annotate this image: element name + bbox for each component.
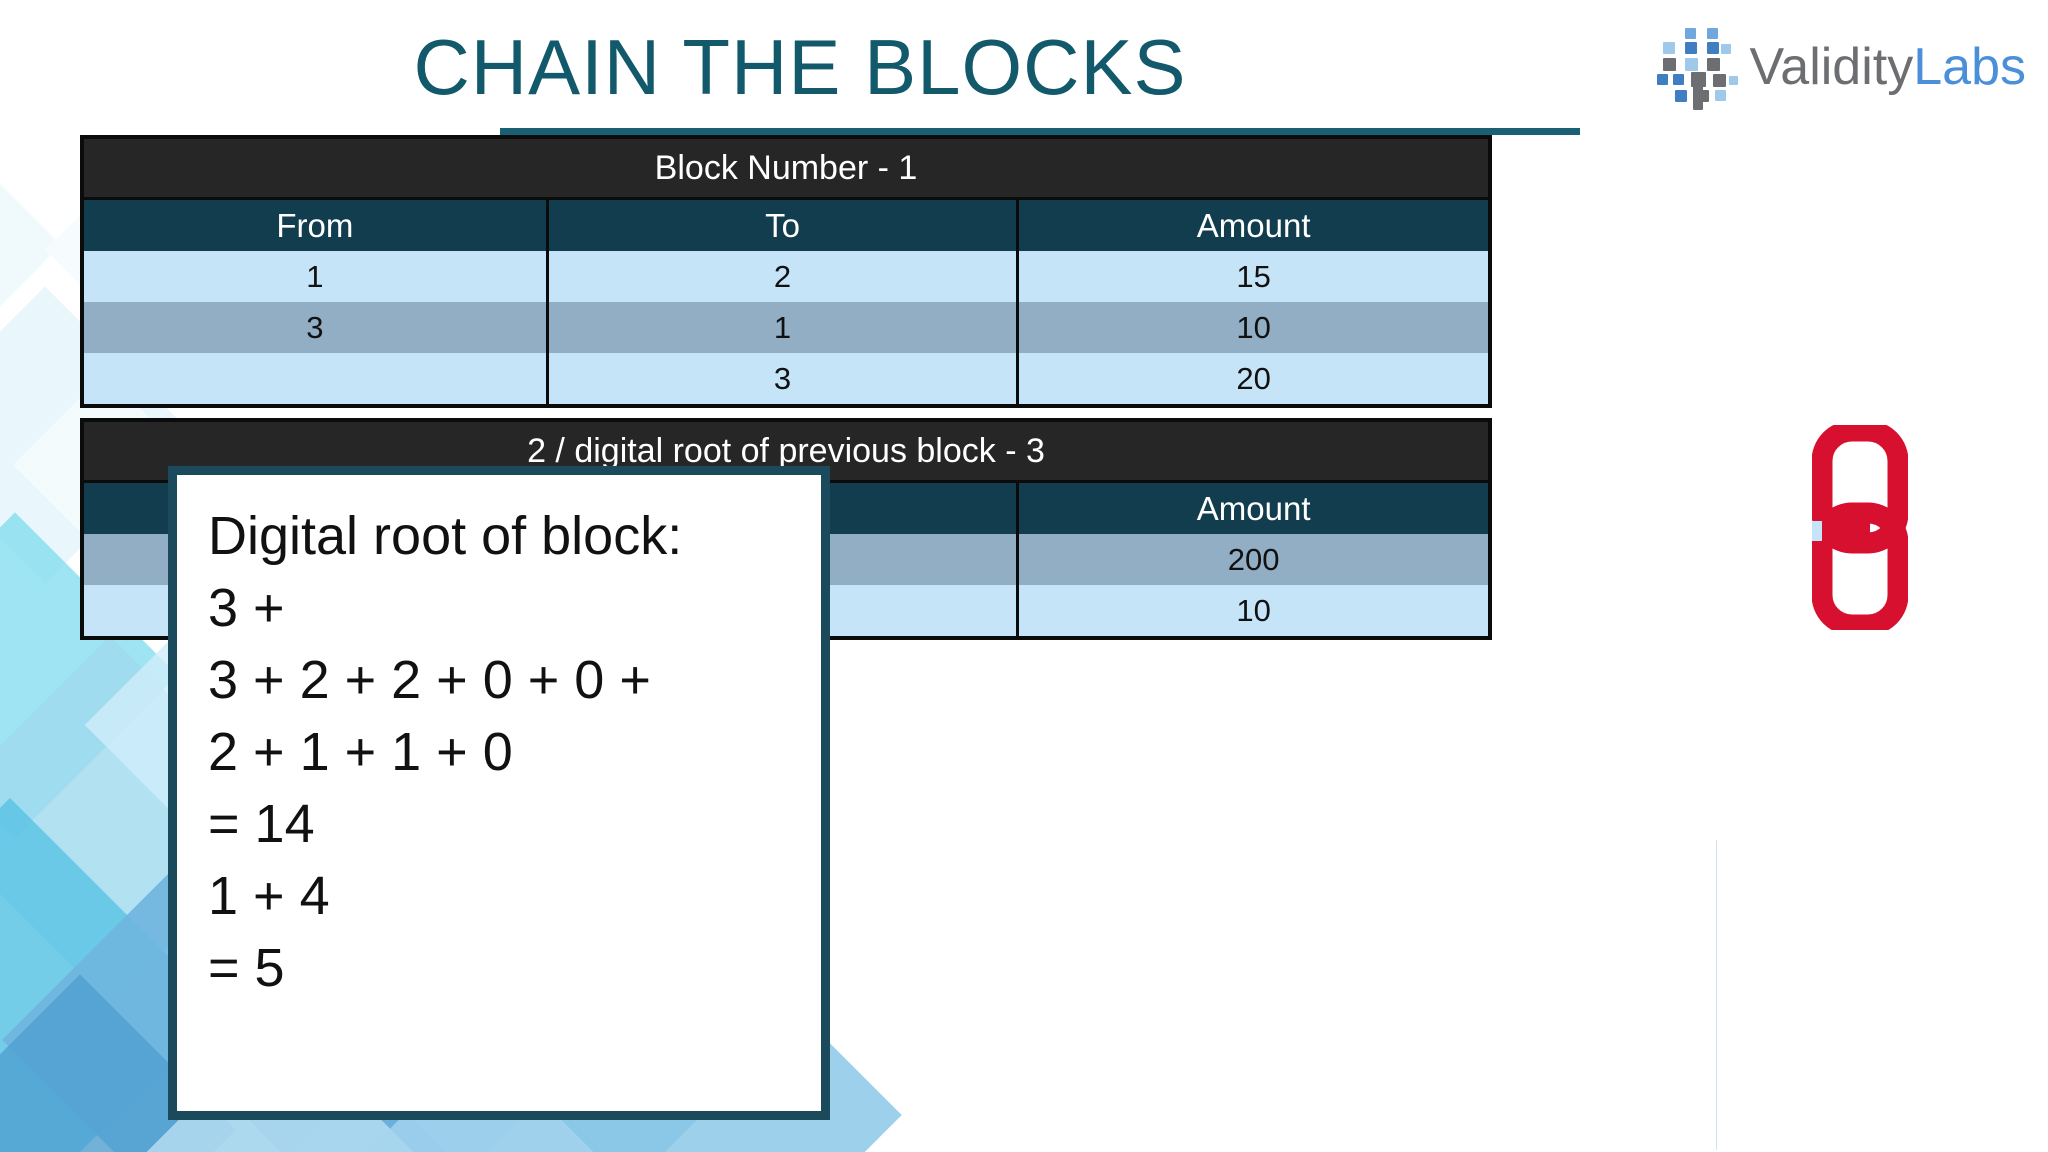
cell-to: 2 [548,251,1020,302]
logo-text-labs: Labs [1913,38,2026,96]
cell-from: 1 [84,251,549,302]
table-row: 3 20 [84,353,1488,404]
column-header-amount: Amount [1019,200,1488,251]
block-table-1: Block Number - 1 From To Amount 1 2 15 3… [80,135,1492,408]
cell-amount: 20 [1019,353,1488,404]
cell-amount: 10 [1019,302,1488,353]
cell-amount: 15 [1019,251,1488,302]
validity-labs-logo: ValidityLabs [1657,22,2026,112]
block-table-1-header-row: From To Amount [84,200,1488,251]
logo-wordmark: ValidityLabs [1749,41,2026,93]
column-header-from: From [84,200,549,251]
cell-to: 1 [548,302,1020,353]
column-header-amount: Amount [1019,483,1488,534]
table-row: 1 2 15 [84,251,1488,302]
layout-guide-line [1716,840,1717,1150]
cell-amount: 10 [1019,585,1488,636]
column-header-to: To [548,200,1020,251]
validity-network-tree-icon [1657,26,1739,110]
table-row: 3 1 10 [84,302,1488,353]
cell-amount: 200 [1019,534,1488,585]
block-table-1-title: Block Number - 1 [84,139,1488,200]
digital-root-callout-text: Digital root of block: 3 + 3 + 2 + 2 + 0… [208,506,683,998]
chain-link-icon [1811,420,1909,636]
page-title: CHAIN THE BLOCKS [413,23,1187,111]
title-underline-rule [500,128,1580,135]
digital-root-callout-box [168,466,830,1120]
cell-from [84,353,549,404]
cell-to: 3 [548,353,1020,404]
logo-text-validity: Validity [1749,38,1914,96]
cell-from: 3 [84,302,549,353]
